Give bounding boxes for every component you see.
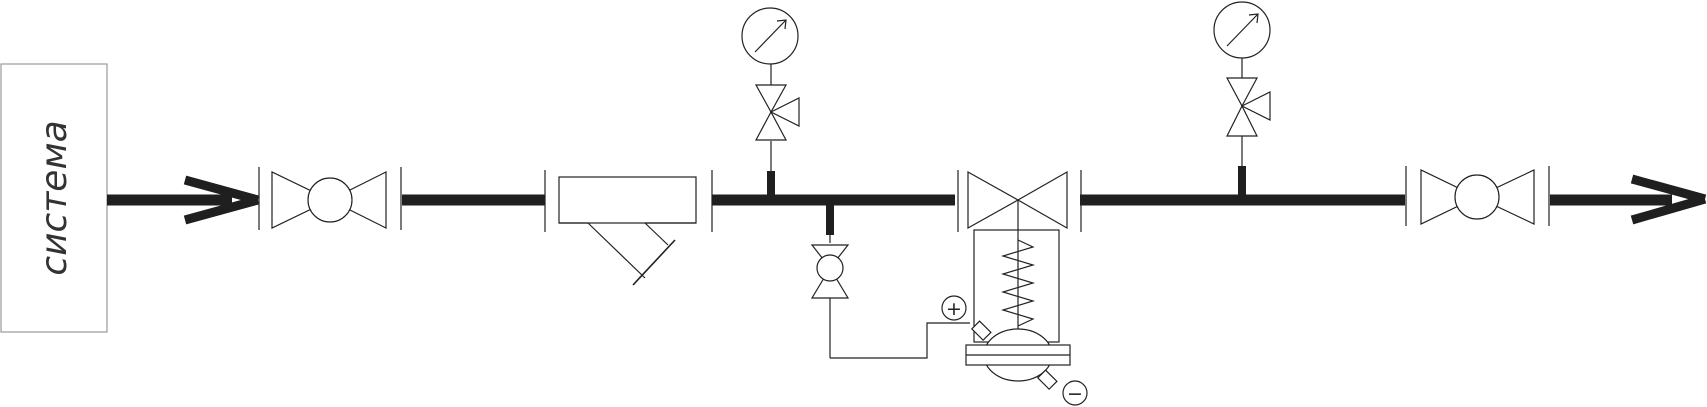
outlet-arrow-icon: [1630, 174, 1707, 225]
needle-valve-icon: [810, 205, 970, 359]
system-label: система: [34, 120, 75, 275]
minus-port-label: −: [1067, 383, 1083, 405]
plus-port-label: +: [946, 298, 962, 320]
inlet-ball-valve-icon: [258, 167, 402, 230]
pressure-gauge-icon: [741, 7, 800, 196]
pressure-regulator-icon: [941, 170, 1088, 406]
strainer-icon: [544, 170, 713, 286]
pressure-gauge-icon: [1213, 1, 1271, 196]
inlet-arrow-icon: [183, 175, 260, 225]
outlet-ball-valve-icon: [1405, 166, 1550, 226]
system-box: система: [0, 63, 108, 333]
